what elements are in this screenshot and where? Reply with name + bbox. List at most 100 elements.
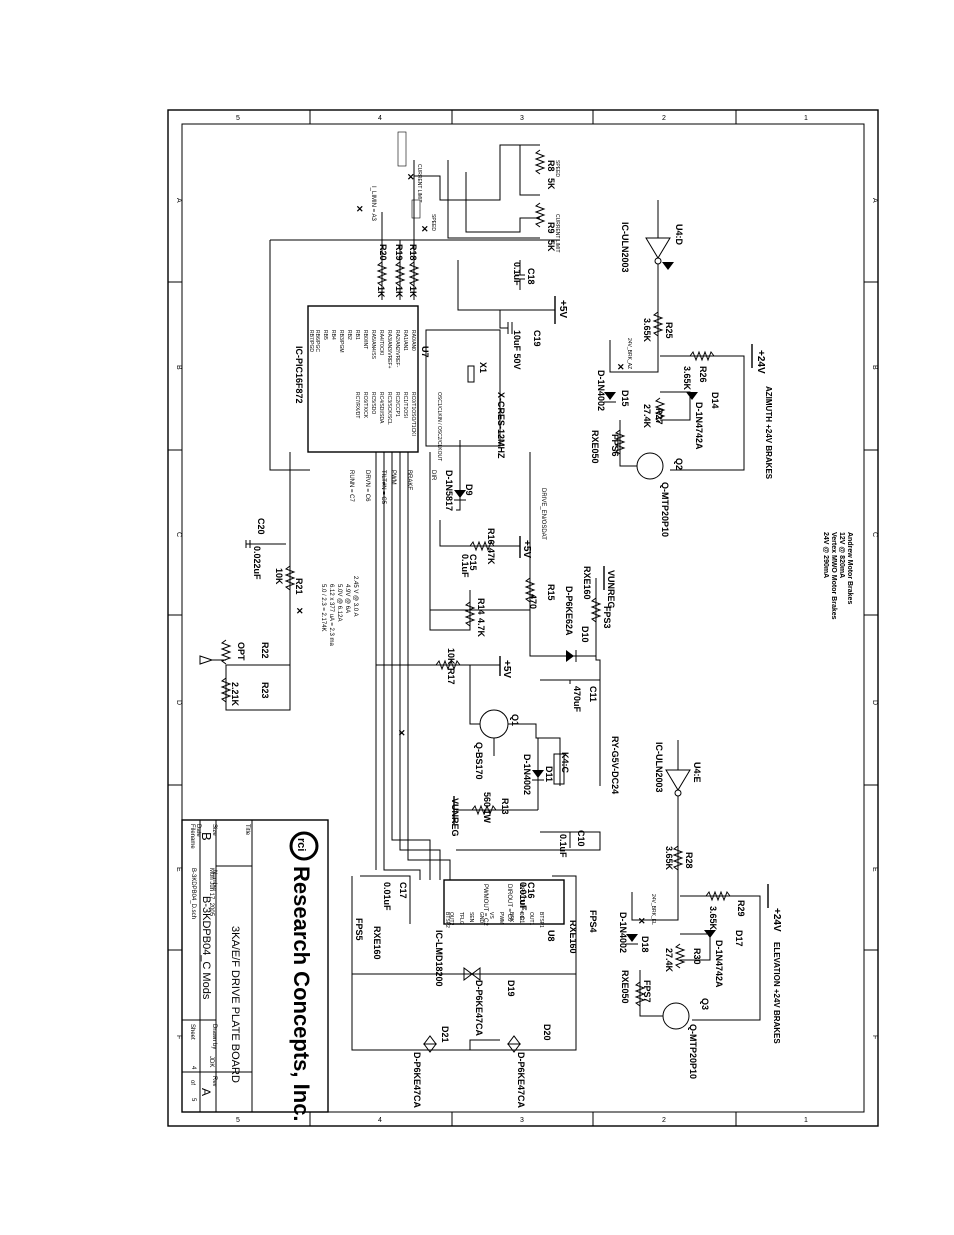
- azimuth-brakes-note: AZIMUTH +24V BRAKES: [764, 386, 773, 480]
- r28-ref: R28: [684, 852, 694, 869]
- rev-label: Rev: [211, 1076, 217, 1087]
- number-label: Number: [211, 870, 217, 891]
- d11-type: D-1N4002: [522, 754, 532, 795]
- d11-ref: D11: [544, 766, 554, 782]
- d9-ref: D9: [464, 484, 474, 496]
- schematic-label: BRKOUT = C1: [518, 884, 524, 924]
- c20-value: 0.022uF: [252, 546, 262, 580]
- r22-ref: R22: [260, 642, 270, 659]
- r13-value: 560 1W: [482, 792, 492, 824]
- border-number: 1: [804, 115, 808, 122]
- r27-value: 27.4K: [642, 404, 652, 429]
- schematic-label: BTSP1: [538, 912, 544, 928]
- schematic-label: OUT1: [528, 912, 534, 926]
- border-number: 4: [378, 1117, 382, 1124]
- schematic-label: RB5: [322, 330, 328, 340]
- drvn-note: DRVN = C6: [364, 470, 370, 502]
- brk-az-net: 24V_BRK_AZ: [626, 338, 632, 369]
- c18-ref: C18: [526, 268, 536, 285]
- sheet-value: 4: [190, 1066, 196, 1070]
- current-limit-notes: 2.45 V @ 3.0 A 4.9V @ 6A 5.0V @ 6.12A 6.…: [320, 576, 358, 647]
- rci-logo: rci: [289, 831, 319, 861]
- r29-ref: R29: [736, 900, 746, 917]
- r8-value: 5K: [546, 178, 556, 190]
- schematic-label: RB7/PGD: [308, 330, 314, 352]
- brake-net: BRAKE: [406, 470, 412, 490]
- schematic-label: 5.0V @ 6.12A: [336, 584, 342, 621]
- border-number: 5: [236, 1117, 240, 1124]
- border-letter: A: [871, 198, 878, 203]
- r19-value: 1K: [394, 286, 404, 298]
- c19-value: 10uF 50V: [512, 330, 522, 370]
- svg-text:✕: ✕: [407, 172, 415, 182]
- border-letter: E: [175, 867, 182, 872]
- drawn-label: Drawn by: [211, 1024, 217, 1049]
- r8-ref: R8: [546, 160, 556, 172]
- sheet-label: Sheet: [189, 1024, 195, 1040]
- r19-ref: R19: [394, 244, 404, 261]
- r9-value: 5K: [546, 240, 556, 252]
- r27-ref: R27: [654, 408, 664, 425]
- r14-value: 4.7K: [476, 618, 486, 638]
- c11-value: 470uF: [572, 686, 582, 713]
- d14-type: D-1N4742A: [694, 402, 704, 450]
- svg-text:✕: ✕: [398, 728, 406, 738]
- fps3-value: RXE160: [582, 566, 592, 600]
- tilt-note: TILT#N = C5: [380, 470, 386, 505]
- schematic-label: RC3/SCK/SCL: [386, 392, 392, 425]
- p5v-net: +5V: [521, 540, 532, 558]
- c16-ref: C16: [526, 882, 536, 899]
- fps6-ref: FPS6: [610, 434, 620, 457]
- border-number: 5: [236, 115, 240, 122]
- schematic-label: OUT2: [448, 912, 454, 926]
- current-limit-net: CURRENT LIMIT: [554, 214, 560, 253]
- r17-ref: R17: [446, 668, 456, 685]
- c16-value: 0.01uF: [518, 882, 528, 911]
- d17-ref: D17: [734, 930, 744, 947]
- fps4-ref: FPS4: [588, 910, 598, 933]
- filename-label: Filename: [189, 824, 195, 849]
- fps7-value: RXE050: [620, 970, 630, 1004]
- q1-type: Q-BS170: [474, 742, 484, 780]
- relay-section: D11 D-1N4002 K4:C RY-G5V-DC24 R13 560 1W…: [450, 736, 620, 858]
- border-number: 3: [520, 115, 524, 122]
- border-letter: F: [871, 1035, 878, 1039]
- schematic-label: RC6/TX/CK: [362, 392, 368, 419]
- border-number: 4: [378, 115, 382, 122]
- border-letter: B: [175, 365, 182, 370]
- schematic-label: RA4/T0CKI: [378, 330, 384, 355]
- tvs-diodes: D19 D-P6KE47CA D20 D-P6KE47CA D21 D-P6KE…: [412, 967, 552, 1109]
- of-label: of: [189, 1080, 195, 1085]
- c10-value: 0.1uF: [558, 834, 568, 858]
- r21-value: 10K: [274, 568, 284, 585]
- u7-pic16f872: U7 IC-PIC16F872 X1 X-CRES-12MHZ RA0/AN0 …: [269, 240, 506, 471]
- drawing-title: 3KA/E/F DRIVE PLATE BOARD: [229, 926, 241, 1083]
- u8-ref: U8: [546, 930, 556, 942]
- vunreg-protection: VUNREG FPS3 RXE160 D10 D-P6KE62A C11 470…: [529, 566, 616, 786]
- vunreg-net: VUNREG: [450, 798, 460, 837]
- c20-ref: C20: [256, 518, 266, 535]
- u4e-ref: U4:E: [692, 762, 702, 783]
- runn-note: RUNN = C7: [348, 470, 354, 503]
- svg-text:✕: ✕: [296, 606, 304, 616]
- schematic-label: Andrew Motor Brakes: [846, 532, 853, 604]
- schematic-label: DIROUT = C0: [506, 884, 512, 922]
- sheet-border: 5 4 3 2 1 5 4 3 2 1 A B C D E F A B C D …: [167, 109, 879, 1127]
- schematic-label: PWM: [498, 912, 504, 924]
- x1-ref: X1: [478, 362, 488, 373]
- r22-value: OPT: [236, 642, 246, 661]
- r29-value: 3.65K: [708, 906, 718, 931]
- r21-ref: R21: [294, 578, 304, 595]
- schematic-label: RA3/AN3/VREF+: [386, 330, 392, 369]
- r18-ref: R18: [408, 244, 418, 261]
- schematic-label: RC7/RX/DT: [354, 392, 360, 418]
- dir-net: DIR: [430, 470, 436, 481]
- r28-value: 3.65K: [664, 846, 674, 871]
- r9-ref: R9: [546, 222, 556, 234]
- d21-ref: D21: [440, 1026, 450, 1043]
- p24v-net: +24V: [755, 350, 766, 374]
- schematic-label: PWMOUT = C2: [482, 884, 488, 926]
- r13-ref: R13: [500, 798, 510, 815]
- border-letter: C: [175, 532, 182, 537]
- schematic-label: DIR: [518, 912, 524, 921]
